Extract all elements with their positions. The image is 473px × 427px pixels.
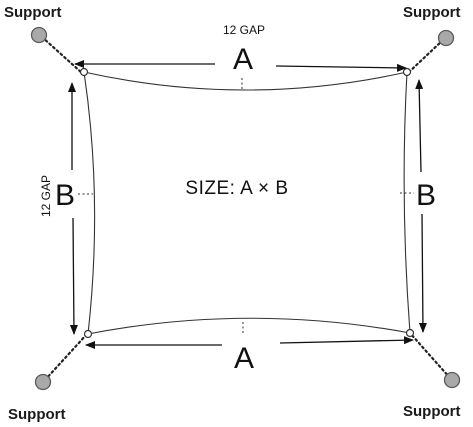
tension-line-bottom-left: [43, 332, 89, 382]
arrow-bottom-right: [279, 336, 414, 345]
support-post-top-left: [30, 26, 48, 44]
tension-line-top-left: [40, 35, 84, 75]
tension-line-top-right: [406, 38, 445, 75]
support-label-top-left: Support: [4, 4, 62, 21]
tension-line-bottom-right: [408, 331, 452, 380]
dimension-left: B 12 GAP: [39, 82, 93, 335]
dim-label-top: A: [233, 43, 253, 76]
gap-label-left: 12 GAP: [39, 175, 53, 217]
dim-label-bottom: A: [234, 342, 254, 375]
corner-rings: [79, 67, 415, 339]
support-post-bottom-right: [443, 371, 461, 389]
corner-ring-top-right: [402, 67, 412, 77]
corner-ring-bottom-left: [83, 329, 93, 339]
dim-label-right: B: [416, 179, 436, 212]
dimension-top: A 12 GAP: [74, 23, 407, 90]
corner-ring-top-left: [79, 67, 89, 77]
corner-ring-bottom-right: [405, 328, 415, 338]
support-posts: [30, 26, 461, 391]
support-label-bottom-left: Support: [8, 406, 66, 423]
gap-label-top: 12 GAP: [223, 23, 265, 37]
arrow-right-up: [415, 79, 424, 173]
tension-lines: [40, 35, 452, 382]
arrow-top-right: [275, 63, 407, 72]
support-label-top-right: Support: [403, 4, 461, 21]
dim-label-left: B: [55, 179, 75, 212]
support-label-bottom-right: Support: [403, 403, 461, 420]
shade-sail-outline: [83, 71, 411, 335]
dimension-bottom: A: [85, 322, 414, 375]
arrow-left-down: [69, 217, 78, 335]
arrow-right-down: [418, 213, 427, 333]
dimension-right: B: [400, 79, 436, 333]
size-label: SIZE: A × B: [185, 178, 288, 199]
support-post-bottom-left: [34, 373, 52, 391]
support-post-top-right: [437, 29, 455, 47]
